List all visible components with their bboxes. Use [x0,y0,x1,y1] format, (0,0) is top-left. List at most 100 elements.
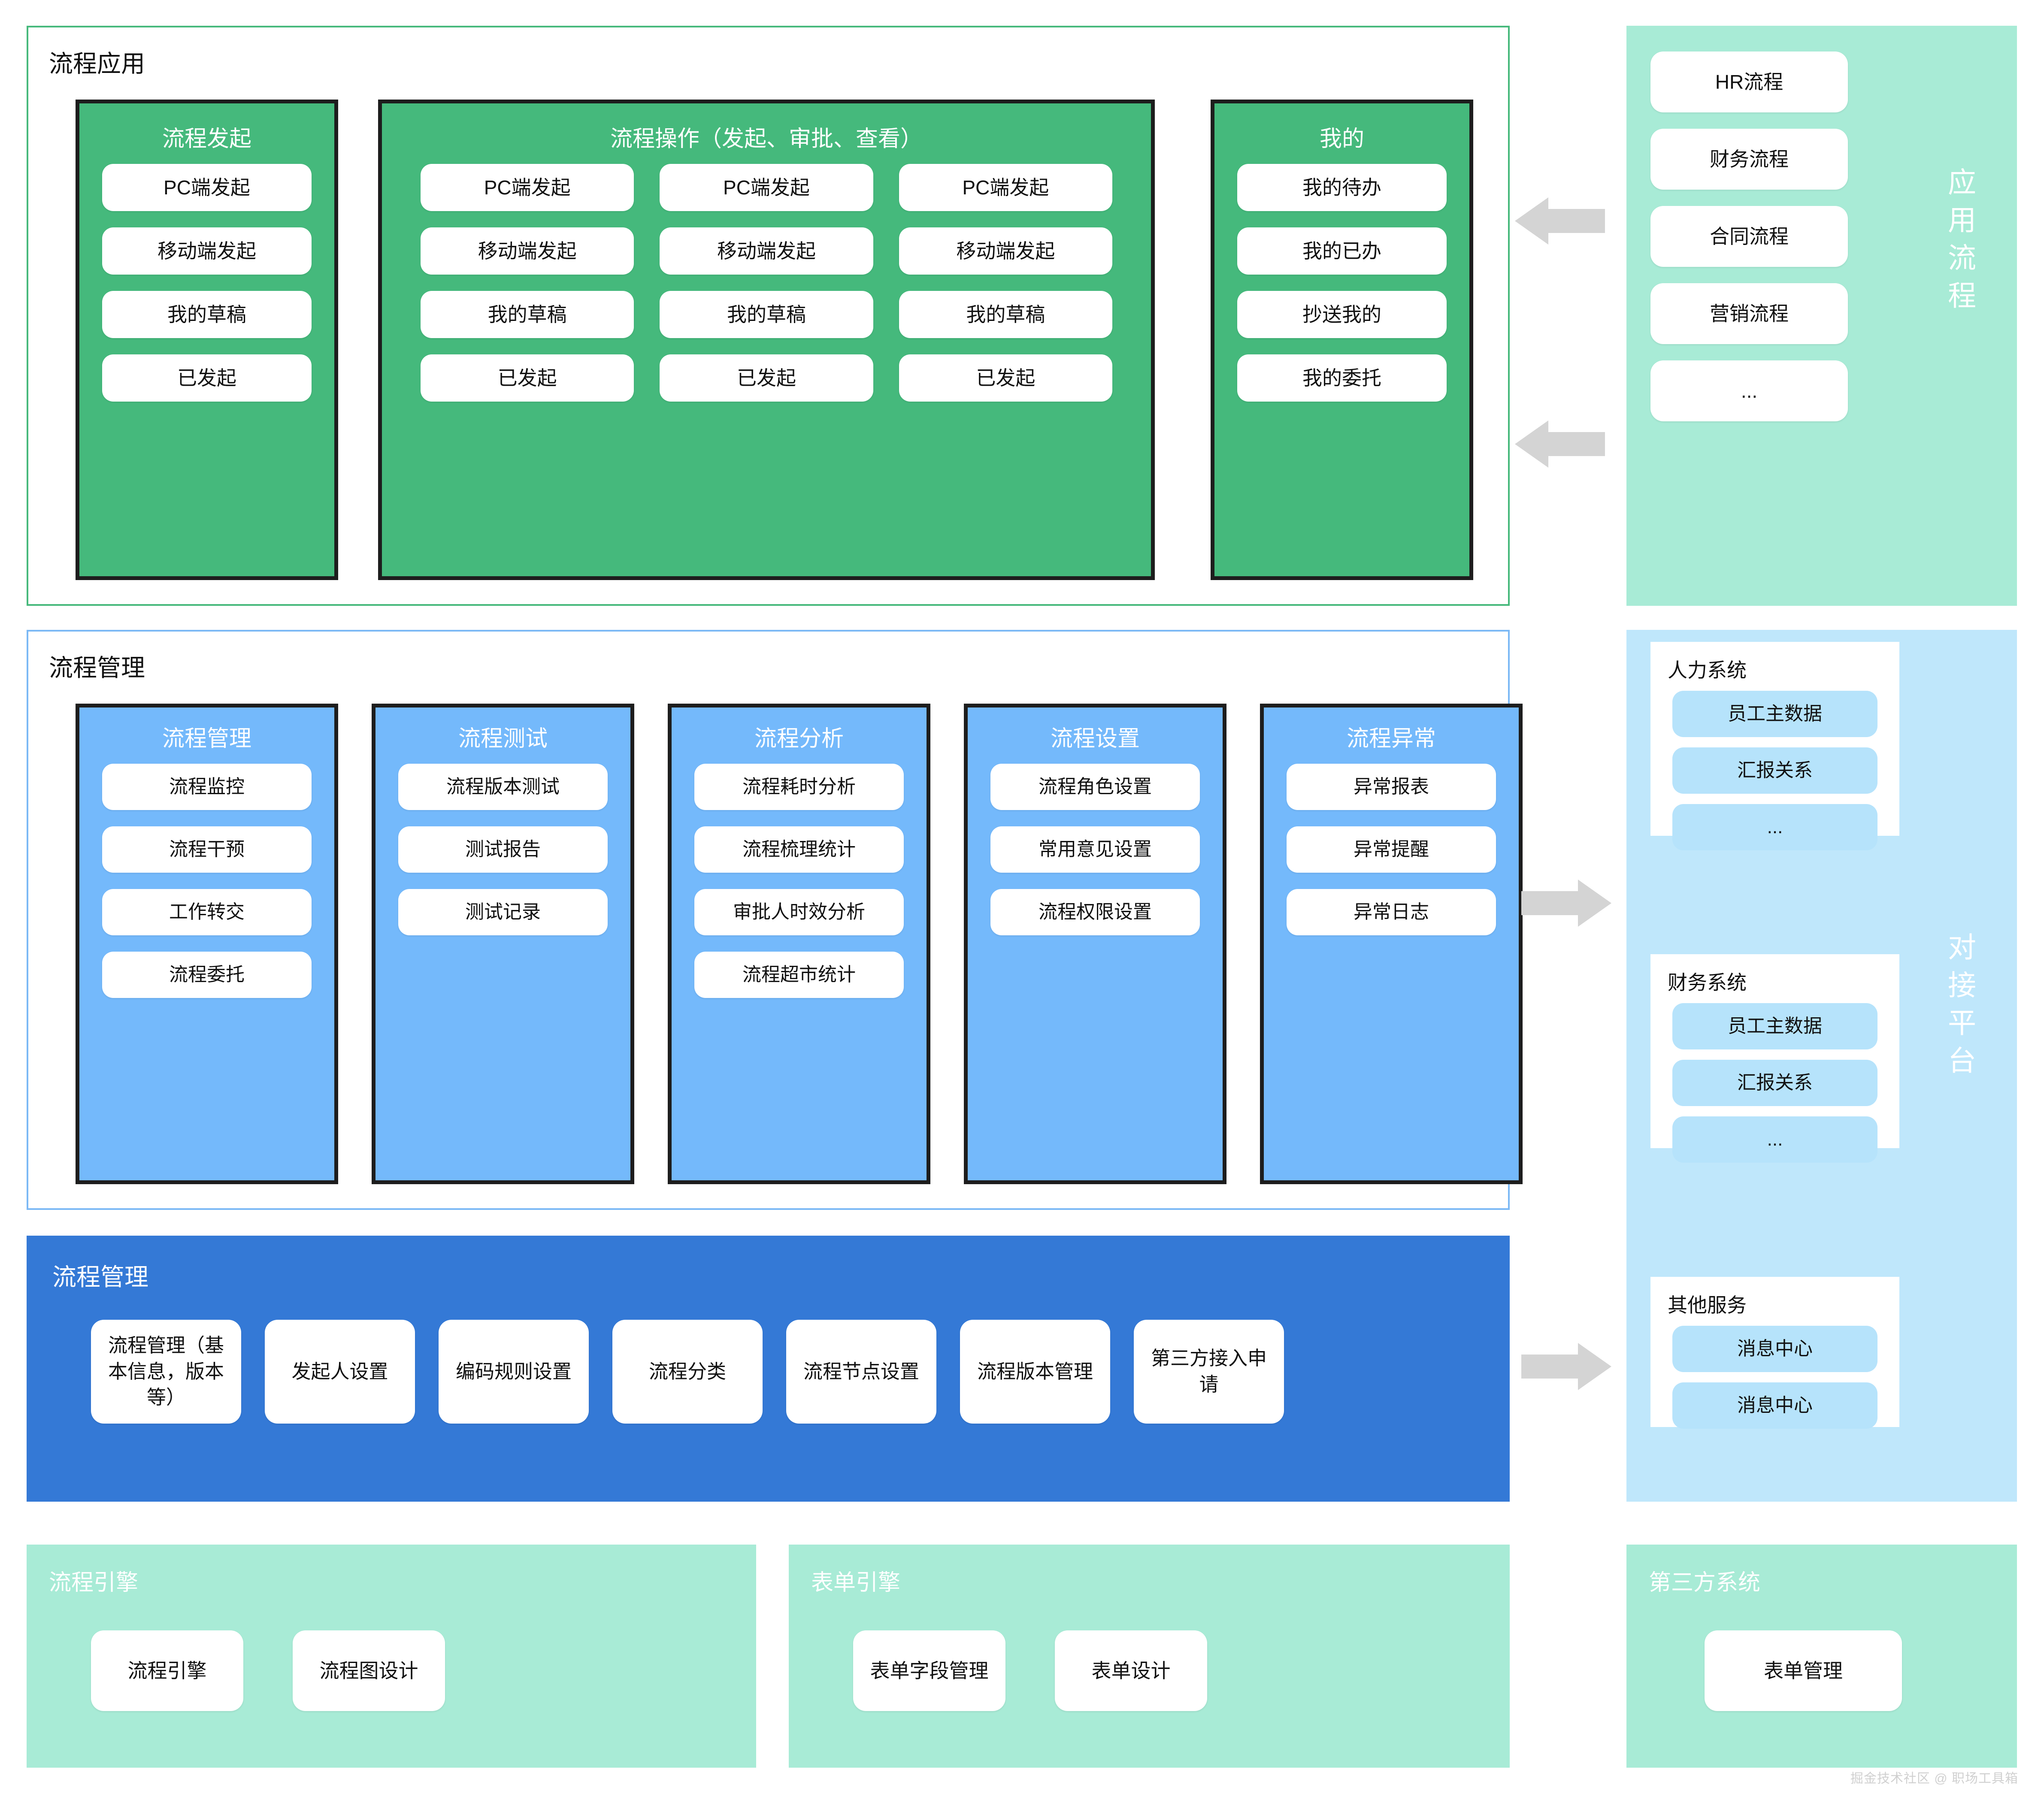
node-already-initiated[interactable]: 已发起 [899,354,1112,402]
node-process-category[interactable]: 流程分类 [612,1320,763,1424]
node-test-report[interactable]: 测试报告 [398,826,608,873]
node-flowchart-design[interactable]: 流程图设计 [293,1630,445,1711]
arrow-left-icon [1515,420,1605,468]
form-engine-items: 表单字段管理 表单设计 [853,1630,1207,1711]
group-title-process-operations: 流程操作（发起、审批、查看） [610,127,923,151]
node-test-record[interactable]: 测试记录 [398,889,608,935]
node-process-node-settings[interactable]: 流程节点设置 [786,1320,936,1424]
group-title-process-analysis: 流程分析 [754,726,844,751]
node-process-monitor[interactable]: 流程监控 [102,764,312,810]
group-items-process-operations: PC端发起 PC端发起 PC端发起 移动端发起 移动端发起 移动端发起 我的草稿… [382,164,1151,402]
section-process-management: 流程管理 流程管理 流程监控 流程干预 工作转交 流程委托 流程测试 流程版本测… [27,630,1523,1210]
node-pc-initiate[interactable]: PC端发起 [899,164,1112,211]
section-title-process-application: 流程应用 [49,50,145,77]
node-code-rule-settings[interactable]: 编码规则设置 [439,1320,589,1424]
node-process-intervene[interactable]: 流程干预 [102,826,312,873]
section-third-party-system: 第三方系统 表单管理 [1626,1545,2017,1768]
node-process-sorting-stats[interactable]: 流程梳理统计 [694,826,904,873]
node-third-party-access-request[interactable]: 第三方接入申请 [1134,1320,1284,1424]
node-reporting-relationship[interactable]: 汇报关系 [1672,1060,1877,1106]
node-initiator-settings[interactable]: 发起人设置 [265,1320,415,1424]
node-marketing-process[interactable]: 营销流程 [1650,283,1848,344]
node-role-settings[interactable]: 流程角色设置 [990,764,1200,810]
system-group-items-other-services: 消息中心 消息中心 [1650,1326,1899,1429]
node-mobile-initiate[interactable]: 移动端发起 [421,227,634,275]
node-form-field-management[interactable]: 表单字段管理 [853,1630,1005,1711]
node-common-opinion-settings[interactable]: 常用意见设置 [990,826,1200,873]
node-permission-settings[interactable]: 流程权限设置 [990,889,1200,935]
node-more-processes[interactable]: ... [1650,360,1848,421]
node-message-center[interactable]: 消息中心 [1672,1382,1877,1429]
node-hr-process[interactable]: HR流程 [1650,51,1848,112]
section-process-engine: 流程引擎 流程引擎 流程图设计 [27,1545,756,1768]
node-mobile-initiate[interactable]: 移动端发起 [102,227,312,275]
node-my-draft[interactable]: 我的草稿 [421,291,634,338]
node-finance-process[interactable]: 财务流程 [1650,129,1848,190]
section-form-engine: 表单引擎 表单字段管理 表单设计 [789,1545,1510,1768]
system-group-finance: 财务系统 员工主数据 汇报关系 ... [1650,954,1899,1163]
node-exception-log[interactable]: 异常日志 [1287,889,1496,935]
group-process-settings: 流程设置 流程角色设置 常用意见设置 流程权限设置 [964,704,1226,1184]
node-reporting-relationship[interactable]: 汇报关系 [1672,747,1877,794]
group-items-process-management: 流程监控 流程干预 工作转交 流程委托 [79,764,334,998]
node-duration-analysis[interactable]: 流程耗时分析 [694,764,904,810]
group-process-operations: 流程操作（发起、审批、查看） PC端发起 PC端发起 PC端发起 移动端发起 移… [378,100,1155,580]
node-more-finance-items[interactable]: ... [1672,1116,1877,1163]
node-work-handover[interactable]: 工作转交 [102,889,312,935]
node-approver-efficiency-analysis[interactable]: 审批人时效分析 [694,889,904,935]
node-employee-master-data[interactable]: 员工主数据 [1672,1003,1877,1049]
node-my-todo[interactable]: 我的待办 [1237,164,1447,211]
node-process-market-stats[interactable]: 流程超市统计 [694,952,904,998]
node-exception-report[interactable]: 异常报表 [1287,764,1496,810]
node-form-management[interactable]: 表单管理 [1705,1630,1902,1711]
node-employee-master-data[interactable]: 员工主数据 [1672,691,1877,737]
node-mobile-initiate[interactable]: 移动端发起 [899,227,1112,275]
rail-label-application-processes: 应用流程 [1944,167,1976,318]
node-pc-initiate[interactable]: PC端发起 [421,164,634,211]
node-form-design[interactable]: 表单设计 [1055,1630,1207,1711]
node-process-engine[interactable]: 流程引擎 [91,1630,243,1711]
node-already-initiated[interactable]: 已发起 [421,354,634,402]
node-message-center[interactable]: 消息中心 [1672,1326,1877,1372]
group-title-process-initiate: 流程发起 [162,127,251,151]
rail-label-integration-platform: 对接平台 [1944,932,1976,1083]
section-title-third-party-system: 第三方系统 [1649,1570,1761,1595]
group-title-process-test: 流程测试 [458,726,548,751]
node-pc-initiate[interactable]: PC端发起 [102,164,312,211]
node-my-done[interactable]: 我的已办 [1237,227,1447,275]
arrow-left-icon [1515,197,1605,245]
group-title-mine: 我的 [1319,127,1364,151]
group-process-exception: 流程异常 异常报表 异常提醒 异常日志 [1260,704,1523,1184]
node-my-draft[interactable]: 我的草稿 [899,291,1112,338]
node-more-hr-items[interactable]: ... [1672,804,1877,850]
system-group-title-hr: 人力系统 [1668,659,1747,681]
node-already-initiated[interactable]: 已发起 [660,354,873,402]
group-items-mine: 我的待办 我的已办 抄送我的 我的委托 [1214,164,1469,402]
system-group-title-finance: 财务系统 [1668,971,1747,994]
third-party-items: 表单管理 [1705,1630,1902,1711]
node-process-version-management[interactable]: 流程版本管理 [960,1320,1110,1424]
node-process-delegation[interactable]: 流程委托 [102,952,312,998]
group-process-management: 流程管理 流程监控 流程干预 工作转交 流程委托 [76,704,338,1184]
node-my-draft[interactable]: 我的草稿 [102,291,312,338]
system-group-items-finance: 员工主数据 汇报关系 ... [1650,1003,1899,1163]
group-title-process-exception: 流程异常 [1346,726,1436,751]
section-process-application: 流程应用 流程发起 PC端发起 移动端发起 我的草稿 已发起 流程操作（发起、审… [27,26,1510,606]
group-process-analysis: 流程分析 流程耗时分析 流程梳理统计 审批人时效分析 流程超市统计 [668,704,930,1184]
node-process-version-test[interactable]: 流程版本测试 [398,764,608,810]
group-items-process-settings: 流程角色设置 常用意见设置 流程权限设置 [968,764,1223,935]
node-exception-alert[interactable]: 异常提醒 [1287,826,1496,873]
node-my-draft[interactable]: 我的草稿 [660,291,873,338]
node-process-basic-info[interactable]: 流程管理（基本信息，版本等） [91,1320,241,1424]
node-contract-process[interactable]: 合同流程 [1650,206,1848,267]
group-items-process-analysis: 流程耗时分析 流程梳理统计 审批人时效分析 流程超市统计 [672,764,927,998]
core-items: 流程管理（基本信息，版本等） 发起人设置 编码规则设置 流程分类 流程节点设置 … [91,1320,1284,1424]
group-items-process-initiate: PC端发起 移动端发起 我的草稿 已发起 [79,164,334,402]
node-mobile-initiate[interactable]: 移动端发起 [660,227,873,275]
rail-application-processes: HR流程 财务流程 合同流程 营销流程 ... 应用流程 [1626,26,2017,606]
node-my-delegation[interactable]: 我的委托 [1237,354,1447,402]
node-pc-initiate[interactable]: PC端发起 [660,164,873,211]
node-already-initiated[interactable]: 已发起 [102,354,312,402]
node-cc-to-me[interactable]: 抄送我的 [1237,291,1447,338]
